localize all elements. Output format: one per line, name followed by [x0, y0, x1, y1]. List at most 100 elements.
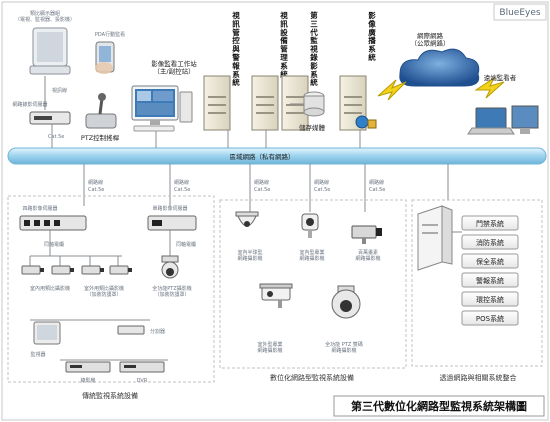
digital-section-label: 數位化網路型監視系統設備: [270, 373, 354, 382]
network-recorder-label: 網路錄影伺服器: [12, 101, 47, 108]
remote-laptop-icon: [475, 107, 507, 129]
ip-indoor-fixed-camera-icon: [301, 213, 319, 238]
integration-section-label: 透過網路與相關系統整合: [440, 373, 517, 382]
top-connectors: [51, 124, 361, 148]
cable-label-5: 網路線: [369, 179, 384, 186]
network-recorder-group: 網路錄影伺服器: [12, 101, 71, 125]
remote-monitor-icon: [511, 105, 539, 129]
diagram-title: 第三代數位化網路型監視系統架構圖: [351, 399, 527, 413]
cable-label-1b: Cat.5e: [88, 187, 104, 193]
ip-ptz-camera-icon: [331, 285, 361, 319]
splitter-icon: [117, 325, 145, 335]
quad-encoder-group: 四路影像伺服器: [19, 205, 87, 231]
ip-indoor-fixed-label: 室內型專業網路攝影機: [299, 249, 324, 262]
analog-ptz-camera-icon: [161, 255, 179, 279]
splitter-label: 分割器: [150, 328, 165, 335]
integration-panel: [411, 199, 543, 367]
vcr-icon: [65, 361, 111, 373]
integration-system-item: POS系統: [461, 310, 519, 326]
lan-bar: [7, 147, 547, 165]
integration-server-icon: [417, 205, 453, 271]
lock-icon: [367, 119, 377, 129]
analog-camera-wires: [29, 230, 171, 266]
ip-box-label: 百萬畫素網路攝影機: [355, 249, 380, 262]
single-encoder-group: 單路影像伺服器: [147, 205, 197, 231]
ip-outdoor-label: 室外型專業網路攝影機: [257, 341, 282, 354]
analog-indoor-label: 室內用類比攝影機: [30, 285, 70, 292]
storage-label: 儲存媒體: [299, 123, 326, 132]
server-tower: 視訊管控與警報系統: [203, 10, 240, 131]
server-label: 視訊管控與警報系統: [231, 10, 240, 87]
analog-camera-icon: [21, 265, 44, 275]
integration-system-label: 警報系統: [476, 276, 504, 285]
quad-encoder-icon: [19, 215, 87, 231]
ip-box-camera-icon: [351, 225, 382, 244]
traditional-section-label: 傳統監視系統設備: [82, 391, 138, 400]
server-tower: 視訊設備管理系統: [251, 10, 288, 131]
analog-ptz-label: 全功能PTZ攝影機（加裝防護罩）: [152, 285, 192, 298]
quad-encoder-label: 四路影像伺服器: [22, 205, 57, 212]
lightning-icon-right: [474, 76, 505, 99]
monitor-cable-label: 視訊線: [52, 87, 67, 94]
workstation-label: 影像監看工作站（主/副控站）: [151, 59, 197, 75]
brand-label: BlueEyes: [499, 8, 540, 18]
recorder-cable-label: Cat.5e: [48, 134, 64, 140]
server-label: 視訊設備管理系統: [279, 10, 288, 79]
integration-system-item: 警報系統: [461, 272, 519, 288]
cable-label-2b: Cat.5e: [174, 187, 190, 193]
ip-indoor-dome-camera-icon: [235, 211, 259, 227]
dvr-label: DVR: [137, 378, 148, 384]
coax-label-1: 同軸電纜: [44, 241, 64, 248]
legacy-devices: 分割器 監視器 錄影機 DVR: [30, 319, 168, 384]
single-encoder-label: 單路影像伺服器: [152, 205, 187, 212]
cable-label-4: 網路線: [314, 179, 329, 186]
lightning-icon-left: [377, 79, 407, 101]
server-label: 影像廣播系統: [367, 10, 376, 62]
integration-system-label: 環控系統: [476, 295, 504, 304]
ip-outdoor-camera-icon: [259, 283, 293, 308]
analog-monitor-label: 類比顯示器組（電視、監視器、投影機）: [15, 10, 75, 23]
workstation-tower-icon: [179, 91, 193, 123]
globe-icon: [355, 115, 369, 129]
ip-indoor-dome-label: 室內半球型網路攝影機: [237, 249, 262, 262]
cable-label-3: 網路線: [254, 179, 269, 186]
cable-label-2: 網路線: [174, 179, 189, 186]
pda-label: PDA行動監看: [95, 31, 125, 38]
remote-viewer-label: 遠端監看者: [484, 73, 517, 82]
digital-panel: [219, 199, 407, 369]
cable-label-5b: Cat.5e: [369, 187, 385, 193]
coax-label-2: 同軸電纜: [176, 241, 196, 248]
title-box: [333, 395, 545, 417]
ip-cameras: 室內半球型網路攝影機 室內型專業網路攝影機 百萬畫素網路攝影機 室外型專業網路攝…: [235, 211, 382, 354]
ptz-controller-group: PTZ控制搖桿: [81, 93, 120, 142]
traditional-panel: [7, 195, 215, 383]
brand-box: [493, 3, 547, 21]
integration-system-item: 消防系統: [461, 234, 519, 250]
single-encoder-icon: [147, 215, 197, 231]
internet-cloud-icon: [399, 48, 480, 87]
lan-label: 區域網路（私有網路）: [230, 152, 295, 161]
integration-system-label: 消防系統: [476, 238, 504, 247]
server-icon: [251, 75, 279, 131]
analog-camera-icon: [109, 265, 132, 275]
cable-label-1: 網路線: [88, 179, 103, 186]
integration-system-label: 保全系統: [476, 257, 504, 266]
ptz-controller-label: PTZ控制搖桿: [81, 133, 120, 142]
pda-group: PDA行動監看: [95, 31, 125, 74]
cable-label-3b: Cat.5e: [254, 187, 270, 193]
integration-system-item: 環控系統: [461, 291, 519, 307]
bottom-connectors: [83, 164, 449, 212]
analog-monitor-group: 類比顯示器組（電視、監視器、投影機）: [15, 10, 75, 75]
ip-ptz-label: 全功能 PTZ 雙碼網路攝影機: [325, 341, 363, 354]
cable-label-4b: Cat.5e: [314, 187, 330, 193]
integration-system-item: 門禁系統: [461, 215, 519, 231]
workstation-group: 影像監看工作站（主/副控站）: [131, 59, 197, 132]
internet-label: 網際網路（公眾網路）: [411, 31, 450, 47]
internet-group: 網際網路（公眾網路）: [377, 31, 505, 101]
ptz-controller-icon: [85, 113, 117, 129]
storage-group: 儲存媒體: [290, 91, 326, 132]
analog-cameras: [21, 255, 179, 279]
server-icon: [203, 75, 231, 131]
